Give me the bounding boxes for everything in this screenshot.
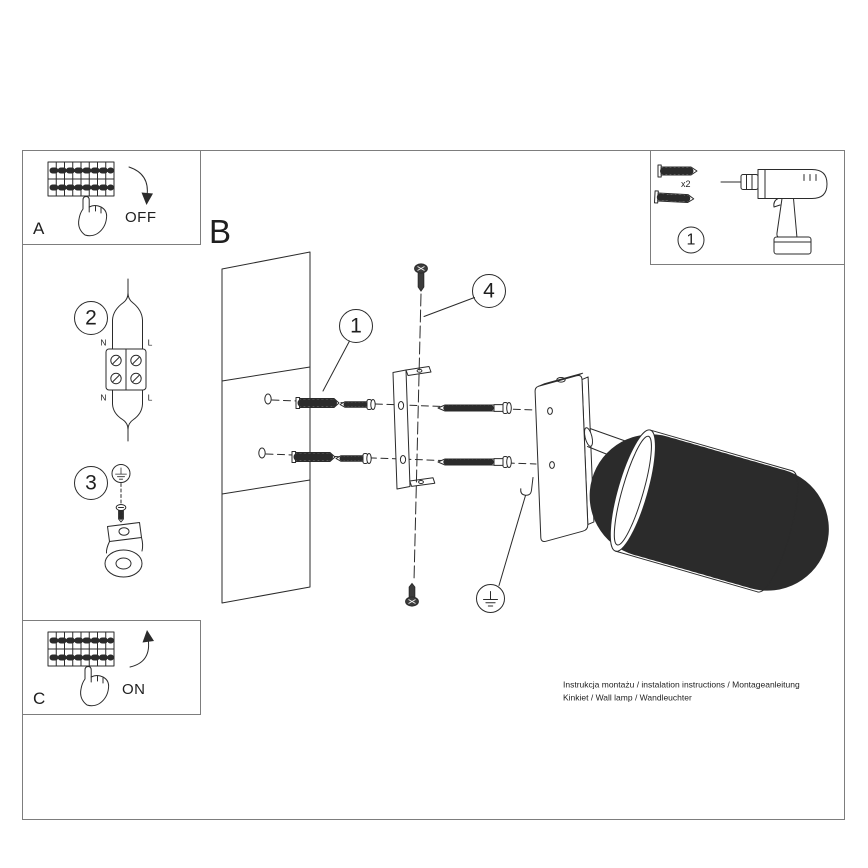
base-screw-hole — [549, 461, 555, 469]
callout-1: 1 — [322, 309, 373, 392]
tools-step-number: 1 — [687, 232, 696, 249]
ground-icon — [115, 467, 127, 480]
pointing-hand-icon — [78, 196, 108, 237]
terminal-label-n-top: N — [100, 338, 106, 348]
footer-line-2: Kinkiet / Wall lamp / Wandleuchter — [563, 693, 692, 703]
fuse-panel-icon — [48, 632, 114, 666]
center-axis-line — [413, 293, 422, 582]
drill-hole — [264, 393, 272, 405]
wall-anchor-upper — [296, 398, 339, 409]
fuse-panel-icon — [48, 162, 114, 196]
callout-2: 2 — [74, 301, 108, 335]
ground-leader-line — [498, 495, 526, 586]
callout-4-number: 4 — [483, 280, 495, 303]
drill-icon — [720, 169, 828, 255]
panel-a: A OFF — [33, 162, 157, 238]
on-label: ON — [122, 681, 146, 698]
callout-1-number: 1 — [350, 315, 362, 338]
wall-plug-icon — [654, 191, 694, 205]
anchor-screw-upper — [340, 400, 375, 410]
wall-plug-qty: x2 — [681, 179, 691, 189]
wall-panel — [221, 251, 311, 604]
ground-symbol-badge — [476, 584, 505, 613]
ground-icon — [483, 591, 498, 607]
terminal-block — [105, 348, 147, 391]
callout-3: 3 — [74, 466, 108, 500]
terminal-label-l-bottom: L — [148, 393, 153, 403]
panel-c-frame — [22, 620, 201, 715]
footer-line-1: Instrukcja montażu / instalation instruc… — [563, 680, 800, 690]
cover-screw-top — [414, 263, 428, 292]
drill-hole — [258, 447, 266, 459]
bracket-hole — [397, 401, 405, 410]
bracket-hole — [399, 455, 407, 464]
panel-a-frame — [22, 150, 201, 245]
ground-terminal-diagram — [104, 464, 144, 578]
callout-4: 4 — [423, 274, 506, 317]
fixing-screw-upper — [438, 403, 511, 414]
rotate-up-arrow-icon — [129, 630, 154, 668]
step-c-label: C — [33, 689, 45, 708]
panel-c: C ON — [33, 630, 154, 708]
base-screw-hole — [547, 407, 553, 415]
wall-plug-icon — [658, 165, 697, 177]
pointing-hand-icon — [80, 666, 110, 707]
base-top-hole — [556, 377, 566, 383]
tools-box: x2 1 — [654, 165, 828, 255]
callout-3-number: 3 — [85, 472, 97, 495]
step-b-label: B — [209, 213, 231, 250]
anchor-screw-lower — [336, 454, 371, 464]
cable-bottom — [127, 397, 143, 430]
terminal-label-l-top: L — [148, 338, 153, 348]
terminal-label-n-bottom: N — [100, 393, 106, 403]
footer: Instrukcja montażu / instalation instruc… — [563, 680, 800, 703]
lamp-base — [534, 372, 595, 542]
wall-anchor-lower — [292, 452, 335, 463]
wiring-diagram: N L N L — [100, 278, 153, 442]
callout-2-number: 2 — [85, 307, 97, 330]
ground-screw — [115, 504, 127, 523]
cover-screw-bottom — [405, 582, 419, 607]
ground-symbol-small-badge — [111, 464, 131, 483]
fixing-screw-lower — [438, 457, 511, 468]
mounting-bracket — [392, 366, 436, 490]
tools-box-frame — [650, 150, 845, 265]
rotate-down-arrow-icon — [128, 166, 153, 205]
lamp-shade — [589, 429, 831, 593]
main-frame — [22, 150, 845, 820]
off-label: OFF — [125, 209, 157, 226]
ground-clamp — [104, 522, 144, 578]
base-ground-tab — [520, 477, 534, 496]
tools-step-badge — [677, 226, 705, 254]
step-a-label: A — [33, 219, 45, 238]
